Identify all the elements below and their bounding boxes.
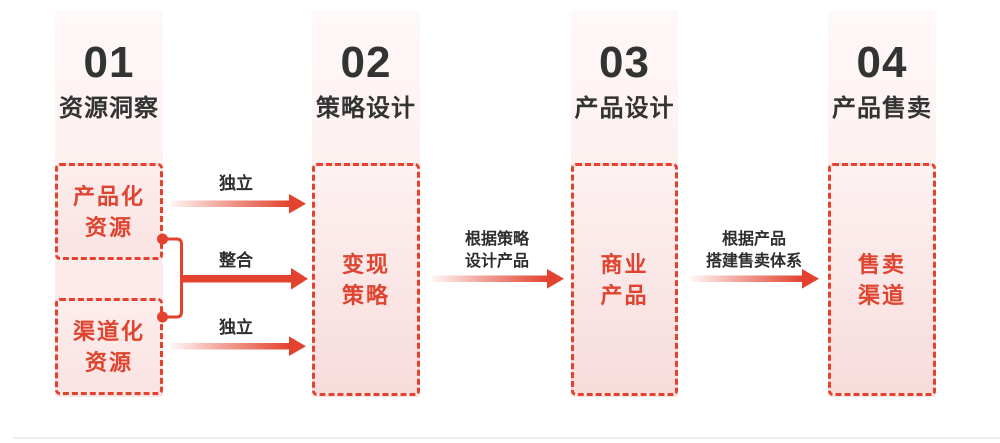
integrate-arrow-shaft [181,275,293,283]
connector-dot-bottom [157,311,168,323]
box-channelized-resources-line2: 资源 [84,349,133,375]
step-title-4: 产品售卖 [832,95,932,122]
box-monetization-strategy-line2: 策略 [341,282,390,308]
product-to-sales-arrow-shaft [690,275,803,282]
box-channelized-resources-line1: 渠道化 [72,318,145,344]
step-header-1: 01 资源洞察 [55,40,163,122]
connector-dot-top [157,233,168,245]
box-commercial-product-line2: 产品 [600,282,649,308]
box-productized-resources-line2: 资源 [84,214,133,240]
integrate-arrow-head [291,268,308,290]
label-strategy-to-product-line2: 设计产品 [464,253,530,270]
step-number-1: 01 [83,38,135,87]
independent-arrow-bottom-head [289,336,306,356]
step-number-2: 02 [340,38,392,87]
bottom-divider [13,437,1000,439]
label-strategy-to-product-line1: 根据策略 [464,231,530,248]
independent-arrow-bottom-shaft [170,343,290,350]
label-integrate: 整合 [219,251,253,270]
step-header-3: 03 产品设计 [571,40,678,122]
box-channelized-resources: 渠道化 资源 [55,298,163,395]
merge-connector-line [164,237,183,319]
independent-arrow-top-shaft [170,200,290,207]
label-product-to-sales-line1: 根据产品 [721,231,787,248]
strategy-to-product-arrow-head [547,269,564,289]
step-title-2: 策略设计 [316,95,416,122]
label-product-to-sales-line2: 搭建售卖体系 [705,253,803,270]
label-independent-bottom: 独立 [219,318,253,337]
step-number-4: 04 [856,38,908,87]
box-sales-channel-line1: 售卖 [857,251,906,277]
step-title-1: 资源洞察 [59,95,159,122]
independent-arrow-top-head [289,194,306,214]
box-productized-resources-line1: 产品化 [72,183,145,209]
box-commercial-product: 商业 产品 [571,163,678,396]
box-monetization-strategy: 变现 策略 [312,163,420,396]
box-productized-resources: 产品化 资源 [55,163,163,260]
step-title-3: 产品设计 [574,95,675,122]
box-sales-channel-line2: 渠道 [857,282,906,308]
step-header-4: 04 产品售卖 [828,40,936,122]
step-header-2: 02 策略设计 [312,40,420,122]
label-product-to-sales: 根据产品 搭建售卖体系 [706,229,802,273]
box-sales-channel: 售卖 渠道 [828,163,936,396]
label-strategy-to-product: 根据策略 设计产品 [465,229,529,273]
box-monetization-strategy-line1: 变现 [341,251,390,277]
box-commercial-product-line1: 商业 [600,251,649,277]
product-to-sales-arrow-head [802,269,819,289]
step-number-3: 03 [599,38,650,87]
label-independent-top: 独立 [219,174,253,193]
strategy-to-product-arrow-shaft [431,275,548,282]
